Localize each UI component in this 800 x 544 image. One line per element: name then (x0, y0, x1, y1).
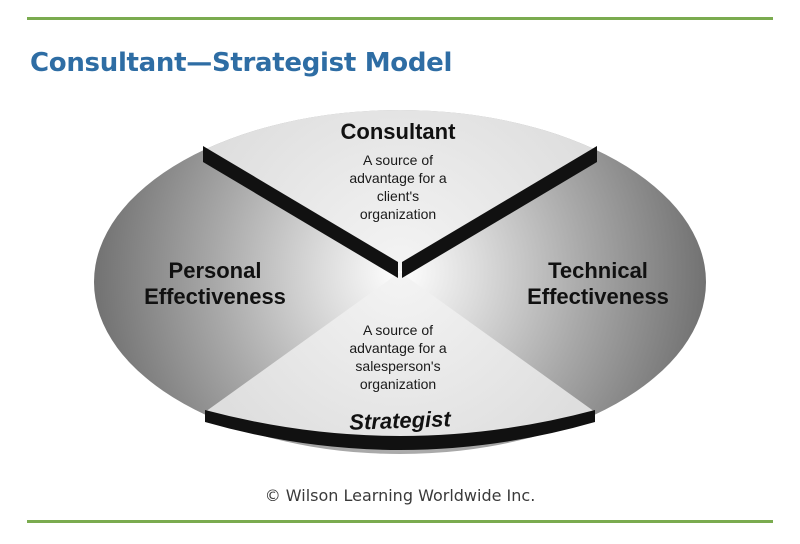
copyright-notice: © Wilson Learning Worldwide Inc. (264, 486, 536, 505)
strategist-wedge (205, 272, 595, 441)
technical-effectiveness-line-1: Technical (548, 258, 648, 283)
consultant-wedge (200, 110, 600, 272)
page-title: Consultant—Strategist Model (30, 48, 453, 78)
bottom-rule (27, 520, 773, 523)
consultant-label: Consultant (341, 119, 457, 144)
consultant-desc-line-2: advantage for a (349, 170, 447, 186)
personal-effectiveness-line-2: Effectiveness (144, 284, 286, 309)
strategist-desc-line-1: A source of (363, 322, 433, 338)
right-divider (402, 146, 597, 278)
strategist-label: Strategist (349, 406, 453, 435)
strategist-desc-line-2: advantage for a (349, 340, 447, 356)
strategist-desc-line-3: salesperson's (355, 358, 440, 374)
technical-effectiveness-line-2: Effectiveness (527, 284, 669, 309)
consultant-desc-line-4: organization (360, 206, 436, 222)
top-rule (27, 17, 773, 20)
consultant-desc-line-1: A source of (363, 152, 433, 168)
bottom-rim (205, 410, 595, 450)
strategist-desc-line-4: organization (360, 376, 436, 392)
left-divider (203, 146, 398, 278)
personal-effectiveness-line-1: Personal (169, 258, 262, 283)
consultant-desc-line-3: client's (377, 188, 419, 204)
